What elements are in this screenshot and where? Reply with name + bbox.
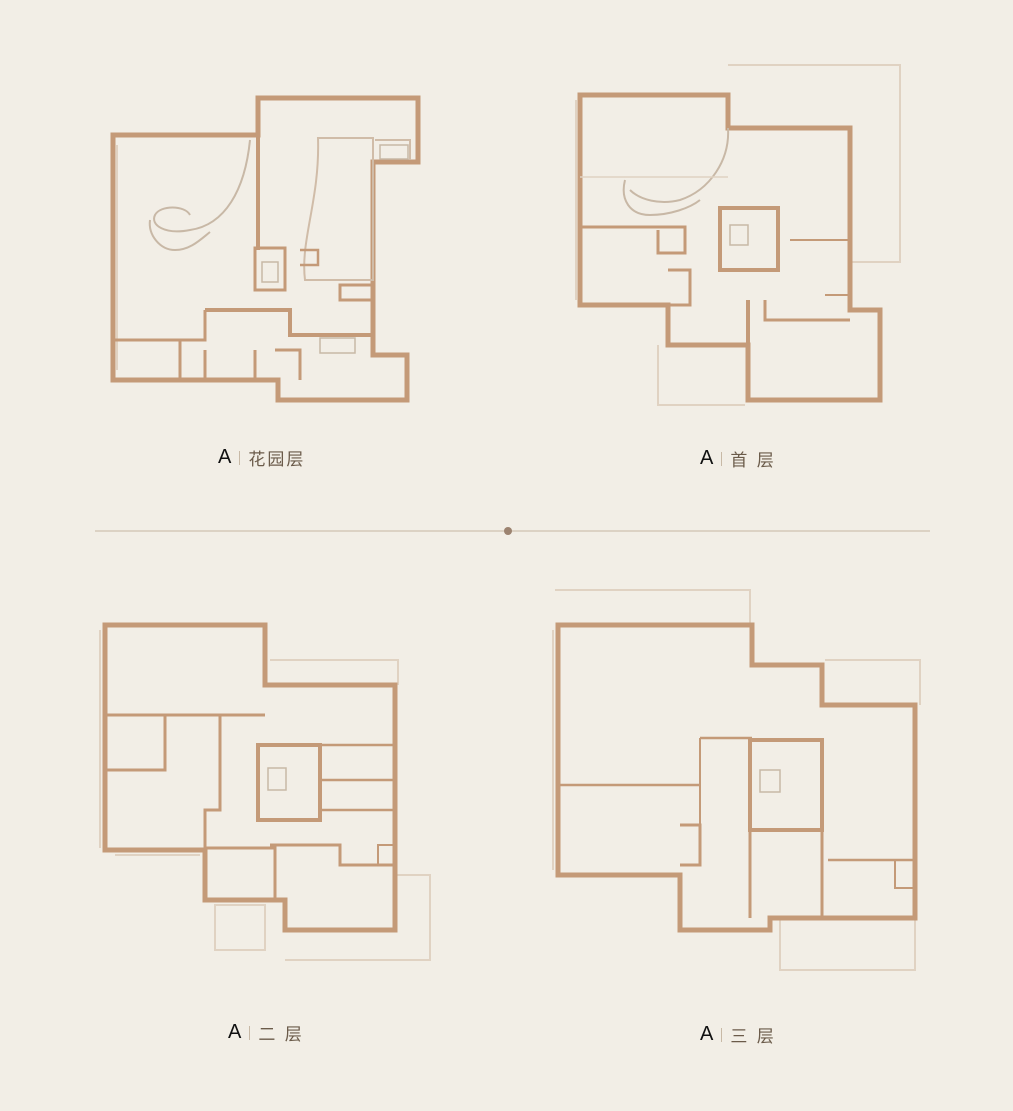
- plan-letter: A: [228, 1021, 242, 1043]
- first-floor-caption: A 首 层: [700, 446, 776, 471]
- caption-separator: [721, 451, 723, 466]
- caption-separator: [721, 1027, 723, 1042]
- center-divider: [95, 527, 930, 535]
- first-floor-plan: [575, 64, 901, 406]
- plan-name: 三 层: [730, 1027, 776, 1047]
- third-floor-caption: A 三 层: [700, 1022, 776, 1047]
- plan-name: 首 层: [730, 451, 776, 471]
- caption-separator: [239, 450, 241, 465]
- plan-letter: A: [218, 446, 232, 468]
- plan-name: 花园层: [248, 450, 306, 470]
- second-floor-plan: [99, 622, 431, 961]
- garden-level-plan: [110, 95, 421, 403]
- second-floor-caption: A 二 层: [228, 1020, 304, 1045]
- plan-letter: A: [700, 447, 714, 469]
- plan-letter: A: [700, 1023, 714, 1045]
- plan-name: 二 层: [258, 1025, 304, 1045]
- caption-separator: [249, 1025, 251, 1040]
- garden-level-caption: A 花园层: [218, 445, 305, 470]
- third-floor-plan: [552, 589, 921, 971]
